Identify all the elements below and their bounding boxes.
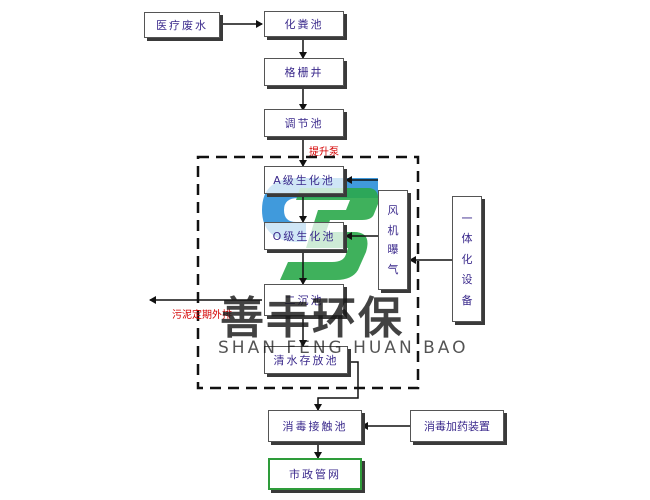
blower-char-2: 机 [387, 223, 399, 237]
node-o-level-tank: O级生化池 [264, 222, 344, 250]
label-sludge-discharge: 污泥定期外排 [172, 310, 232, 321]
node-grille-well: 格栅井 [264, 58, 344, 86]
treatment-region-dashed-border [196, 155, 420, 390]
node-septic-tank: 化粪池 [264, 11, 344, 37]
node-adjustment-tank: 调节池 [264, 109, 344, 137]
node-secondary-sedimentation: 二沉池 [264, 284, 344, 316]
node-integrated-equipment: 一 体 化 设 备 [452, 196, 482, 322]
blower-char-1: 风 [387, 204, 399, 218]
blower-char-3: 曝 [387, 243, 399, 257]
arrow-clear-water-to-disinfection [314, 361, 359, 411]
blower-char-4: 气 [387, 262, 399, 276]
watermark-company-name-cn: 善丰环保 [220, 293, 404, 344]
integrated-char-5: 备 [461, 293, 473, 307]
node-clear-water-tank: 清水存放池 [264, 346, 348, 374]
node-a-level-tank: A级生化池 [264, 166, 344, 194]
node-disinfectant-device: 消毒加药装置 [410, 410, 504, 442]
watermark-company-name-en: SHAN FENG HUAN BAO [218, 338, 469, 358]
node-disinfection-tank: 消毒接触池 [268, 410, 362, 442]
integrated-char-4: 设 [461, 273, 473, 286]
integrated-char-3: 化 [461, 252, 473, 266]
label-lift-pump: 提升泵 [309, 147, 339, 158]
node-medical-wastewater: 医疗废水 [144, 12, 220, 38]
integrated-char-2: 体 [461, 232, 473, 245]
node-municipal-pipe: 市政管网 [268, 458, 362, 490]
integrated-char-1: 一 [461, 211, 473, 225]
node-blower-aeration: 风 机 曝 气 [378, 190, 408, 290]
